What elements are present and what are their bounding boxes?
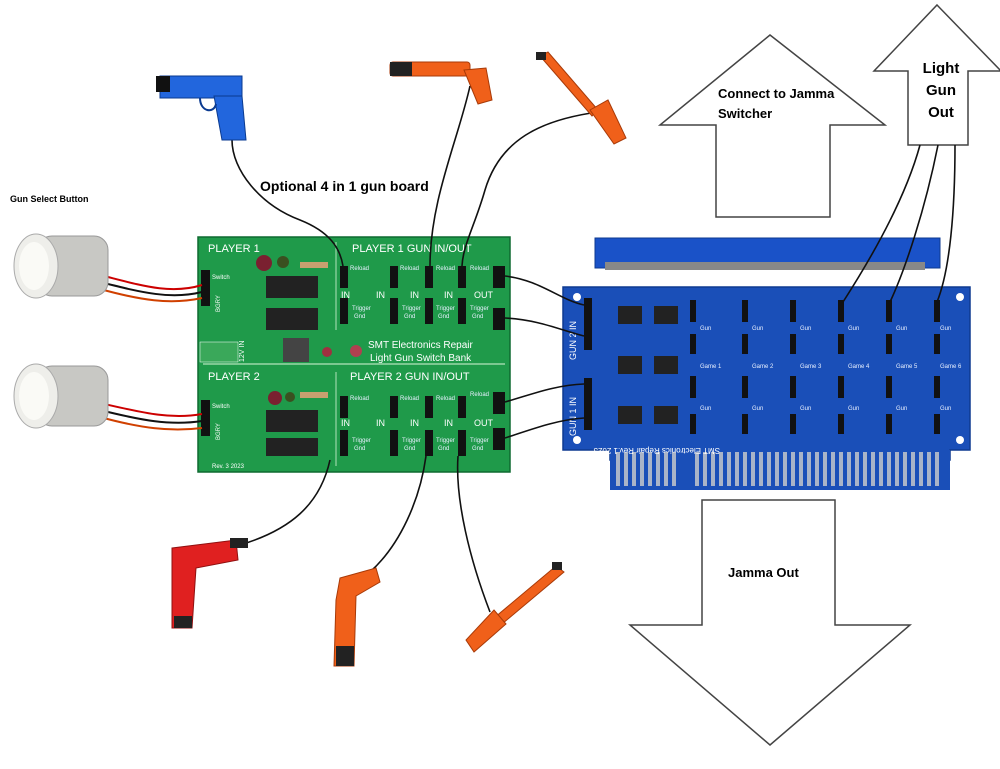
in-label: IN xyxy=(376,290,385,300)
gun-label: Gun xyxy=(848,326,859,332)
edge-fingers xyxy=(616,452,939,486)
trigger-label: Trigger xyxy=(352,306,371,312)
switch-label-p2: Switch xyxy=(212,404,230,410)
trigger-label: Trigger xyxy=(402,306,421,312)
reload-label: Reload xyxy=(400,266,419,272)
arrow-up-icon xyxy=(872,3,1000,146)
light-gun-icon xyxy=(171,538,248,629)
trigger-label: Trigger xyxy=(470,306,489,312)
blue-board-footer: SMT Electronics Repair Rev.1 2023 xyxy=(593,446,720,455)
player2-gun-label: PLAYER 2 GUN IN/OUT xyxy=(350,371,470,383)
gnd-label: Gnd xyxy=(404,314,415,320)
light-gun-icon xyxy=(333,567,381,667)
jamma-gun-board: GUN 2 IN GUN 1 IN SMT Electronics Repair… xyxy=(562,237,971,490)
in-label: IN xyxy=(376,418,385,428)
gnd-label: Gnd xyxy=(472,314,483,320)
in-label: IN xyxy=(341,290,350,300)
light-gun-switch-bank-board: PLAYER 1 PLAYER 1 GUN IN/OUT PLAYER 2 PL… xyxy=(197,236,511,473)
reload-label: Reload xyxy=(350,266,369,272)
light-gun-icon xyxy=(389,61,493,105)
in-label: IN xyxy=(444,418,453,428)
trigger-label: Trigger xyxy=(436,438,455,444)
optional-board-label: Optional 4 in 1 gun board xyxy=(260,178,429,194)
light-gun-out-label: Light Gun Out xyxy=(922,60,960,121)
gun-label: Gun xyxy=(752,326,763,332)
game-label: Game 1 xyxy=(700,364,722,370)
gun-label: Gun xyxy=(848,406,859,412)
gnd-label: Gnd xyxy=(438,446,449,452)
gnd-label: Gnd xyxy=(404,446,415,452)
reload-label: Reload xyxy=(470,266,489,272)
trigger-label: Trigger xyxy=(436,306,455,312)
revision-label: Rev. 3 2023 xyxy=(212,464,245,470)
gnd-label: Gnd xyxy=(354,446,365,452)
game-label: Game 5 xyxy=(896,364,918,370)
gun-label: Gun xyxy=(896,406,907,412)
out-label: OUT xyxy=(474,418,494,428)
in-label: IN xyxy=(410,418,419,428)
gnd-label: Gnd xyxy=(472,446,483,452)
player2-label: PLAYER 2 xyxy=(208,371,260,383)
gun-label: Gun xyxy=(940,406,951,412)
trigger-label: Trigger xyxy=(352,438,371,444)
arcade-button-icon xyxy=(13,233,109,299)
gun1-in-label: GUN 1 IN xyxy=(568,397,578,436)
jamma-out-label: Jamma Out xyxy=(728,565,799,580)
game-label: Game 3 xyxy=(800,364,822,370)
light-gun-icon xyxy=(156,75,247,141)
button-wires xyxy=(99,274,203,431)
arrow-up-icon xyxy=(657,34,888,218)
game-label: Game 4 xyxy=(848,364,870,370)
game-label: Game 2 xyxy=(752,364,774,370)
player1-label: PLAYER 1 xyxy=(208,243,260,255)
player1-gun-label: PLAYER 1 GUN IN/OUT xyxy=(352,243,472,255)
light-gun-icon xyxy=(465,562,565,653)
reload-label: Reload xyxy=(470,392,489,398)
out-label: OUT xyxy=(474,290,494,300)
trigger-label: Trigger xyxy=(470,438,489,444)
reload-label: Reload xyxy=(400,396,419,402)
gun-label: Gun xyxy=(700,406,711,412)
gun-label: Gun xyxy=(700,326,711,332)
company-label: SMT Electronics Repair xyxy=(368,340,474,351)
in-label: IN xyxy=(341,418,350,428)
gun-label: Gun xyxy=(800,406,811,412)
gun-select-button-label: Gun Select Button xyxy=(10,194,89,204)
bgry-label-p2: BGRY xyxy=(216,423,222,440)
gun-label: Gun xyxy=(896,326,907,332)
cables xyxy=(231,85,956,613)
light-gun-icon xyxy=(536,51,627,145)
bgry-label-p1: BGRY xyxy=(216,295,222,312)
arcade-button-icon xyxy=(13,363,109,429)
connect-jamma-switcher-label: Connect to Jamma Switcher xyxy=(718,86,835,121)
gun-label: Gun xyxy=(940,326,951,332)
gnd-label: Gnd xyxy=(438,314,449,320)
power-label: 12V IN xyxy=(239,341,246,362)
trigger-label: Trigger xyxy=(402,438,421,444)
in-label: IN xyxy=(410,290,419,300)
reload-label: Reload xyxy=(436,396,455,402)
game-label: Game 6 xyxy=(940,364,962,370)
arrow-down-icon xyxy=(627,499,913,746)
in-label: IN xyxy=(444,290,453,300)
gun-label: Gun xyxy=(752,406,763,412)
product-label: Light Gun Switch Bank xyxy=(370,353,472,364)
gnd-label: Gnd xyxy=(354,314,365,320)
gun-label: Gun xyxy=(800,326,811,332)
reload-label: Reload xyxy=(350,396,369,402)
switch-label-p1: Switch xyxy=(212,275,230,281)
reload-label: Reload xyxy=(436,266,455,272)
gun2-in-label: GUN 2 IN xyxy=(568,321,578,360)
